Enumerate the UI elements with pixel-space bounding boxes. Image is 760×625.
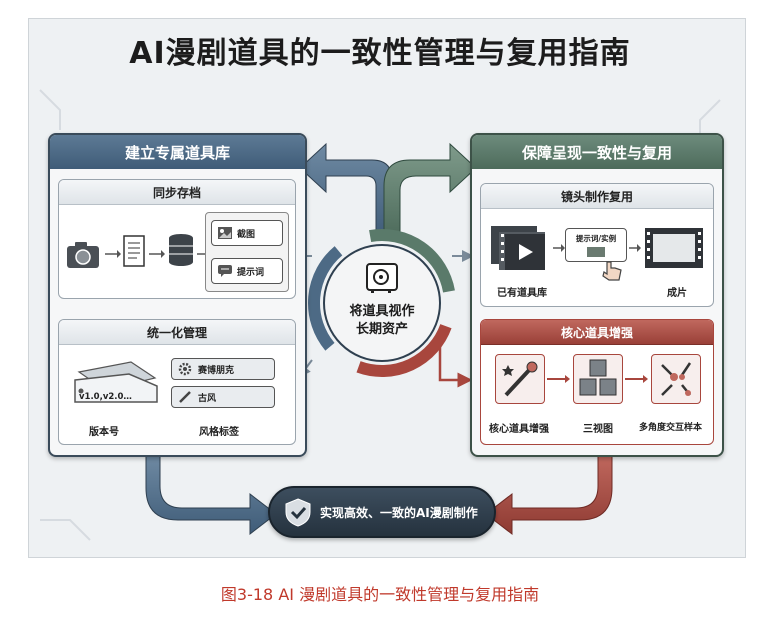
chat-icon [218, 265, 232, 277]
safe-icon [366, 263, 398, 293]
center-line-1: 将道具视作 [349, 304, 415, 319]
panel-ensure-consistency-title: 保障呈现一致性与复用 [472, 135, 722, 169]
brush-icon [179, 391, 191, 403]
prompt-instance-label: 提示词/实例 [575, 233, 617, 243]
prompt-chip: 提示词 [211, 258, 283, 284]
unified-management-title: 统一化管理 [59, 320, 295, 345]
style-tag-ancient-label: 古风 [198, 393, 217, 404]
document-icon [123, 235, 145, 267]
core-enhance-section: 核心道具增强 核心道具增强 三视图 多角度交互样本 [480, 319, 714, 445]
bottom-banner: 实现高效、一致的AI漫剧制作 [268, 486, 496, 538]
screen-icon [587, 246, 605, 257]
cubes-icon [579, 359, 617, 396]
core-item-label: 核心道具增强 [489, 424, 549, 435]
gear-icon [178, 362, 192, 376]
flow-mini-arrows [105, 250, 205, 258]
screenshot-chip: 截图 [211, 220, 283, 246]
screenshot-chip-label: 截图 [237, 229, 256, 240]
prompt-instance-chip: 提示词/实例 [565, 228, 627, 262]
enhance-mini-arrows [547, 375, 648, 383]
sync-archive-section: 同步存档 截图 提示词 [58, 179, 296, 299]
three-view-label: 三视图 [583, 424, 613, 435]
arrow-to-library [299, 142, 393, 239]
core-enhance-title: 核心道具增强 [481, 320, 713, 345]
existing-library-label: 已有道具库 [497, 288, 547, 299]
style-tag-cyberpunk-label: 赛博朋克 [198, 365, 235, 376]
panel-build-library: 建立专属道具库 同步存档 截图 提示词 统一化管理 [48, 133, 307, 457]
unified-management-section: 统一化管理 v1.0,v2.0… 版本号 赛博朋克 古风 风格标签 [58, 319, 296, 445]
style-label: 风格标签 [199, 427, 239, 438]
camera-icon [67, 242, 99, 268]
database-icon [169, 234, 193, 266]
shot-reuse-section: 镜头制作复用 已有道具库 提示词/实例 成片 [480, 183, 714, 307]
film-library-icon [491, 226, 545, 270]
hand-pointer-icon [602, 261, 622, 281]
arrow-left-to-banner [145, 454, 277, 536]
arrow-to-reuse [383, 142, 477, 239]
multi-angle-label: 多角度交互样本 [639, 423, 703, 433]
panel-build-library-title: 建立专属道具库 [50, 135, 305, 169]
reuse-mini-arrows [553, 244, 641, 252]
panel-ensure-consistency: 保障呈现一致性与复用 镜头制作复用 已有道具库 提示词/实例 成片 核心道具增强 [470, 133, 724, 457]
magic-wand-icon [502, 361, 538, 397]
version-tag-text: v1.0,v2.0… [79, 392, 132, 402]
version-label: 版本号 [89, 427, 119, 438]
bottom-banner-text: 实现高效、一致的AI漫剧制作 [320, 505, 478, 520]
image-icon [218, 227, 232, 239]
prompt-chip-label: 提示词 [237, 267, 265, 278]
center-line-2: 长期资产 [355, 322, 408, 337]
multi-angle-icon [661, 362, 692, 396]
figure-caption: 图3-18 AI 漫剧道具的一致性管理与复用指南 [220, 585, 540, 604]
shot-reuse-title: 镜头制作复用 [481, 184, 713, 209]
style-tag-ancient: 古风 [171, 386, 275, 408]
style-tag-cyberpunk: 赛博朋克 [171, 358, 275, 380]
page-title: AI漫剧道具的一致性管理与复用指南 [129, 36, 631, 71]
final-film-icon [645, 228, 703, 268]
shield-check-icon [285, 498, 311, 527]
sync-archive-title: 同步存档 [59, 180, 295, 205]
arrow-right-to-banner [485, 454, 613, 536]
version-tag-icon [74, 361, 158, 403]
final-film-label: 成片 [667, 288, 687, 299]
